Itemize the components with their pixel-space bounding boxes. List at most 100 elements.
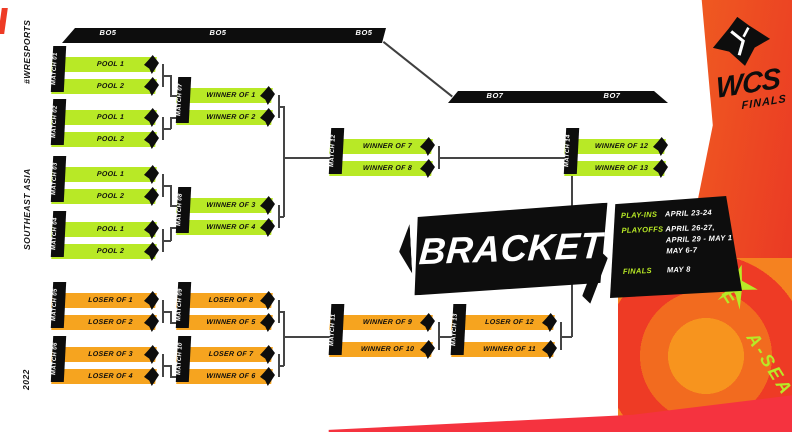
match-row-label: WINNER OF 7 xyxy=(362,143,413,150)
bracket-connector-line xyxy=(278,106,284,108)
match-row-label: POOL 1 xyxy=(96,171,125,178)
match-row-label: LOSER OF 7 xyxy=(208,351,254,358)
match-row-label: WINNER OF 8 xyxy=(362,165,413,172)
match-row: WINNER OF 12 xyxy=(564,139,666,154)
bracket-connector-line xyxy=(283,157,331,159)
match-number-label: MATCH 02 xyxy=(50,99,67,145)
wcs-emblem-icon xyxy=(712,16,771,66)
match-row-label: LOSER OF 2 xyxy=(88,319,133,326)
bo7-label: BO7 xyxy=(486,91,504,100)
schedule-dates: APRIL 23-24 xyxy=(664,207,713,219)
match-row: POOL 2 xyxy=(51,79,157,94)
match-number-label: MATCH 10 xyxy=(175,336,192,382)
match-number-text: MATCH 02 xyxy=(51,105,59,139)
match-number-label: MATCH 06 xyxy=(50,336,67,382)
match-row-label: WINNER OF 2 xyxy=(206,114,256,121)
match-number-label: MATCH 14 xyxy=(563,128,580,174)
schedule-phase-label: FINALS xyxy=(622,265,652,276)
match-number-text: MATCH 10 xyxy=(176,342,184,376)
match-number-label: MATCH 04 xyxy=(50,211,67,257)
match-row: WINNER OF 13 xyxy=(564,161,666,176)
match-row: WINNER OF 2 xyxy=(176,110,273,125)
match-row: WINNER OF 1 xyxy=(176,88,273,103)
match-row-label: POOL 2 xyxy=(96,248,125,255)
match-number-text: MATCH 07 xyxy=(176,83,184,117)
schedule-dates: MAY 8 xyxy=(666,264,691,274)
match-number-label: MATCH 13 xyxy=(450,304,467,355)
match-number-label: MATCH 12 xyxy=(328,128,345,174)
match-row-label: WINNER OF 5 xyxy=(206,319,256,326)
match-row: POOL 1 xyxy=(51,110,157,125)
match-row: POOL 1 xyxy=(51,222,157,237)
bracket-title-box: BRACKET xyxy=(412,203,611,296)
match-number-label: MATCH 08 xyxy=(175,187,192,233)
bracket-connector-line xyxy=(438,336,453,338)
match-row-label: LOSER OF 8 xyxy=(208,297,254,304)
match-number-text: MATCH 01 xyxy=(51,52,59,86)
side-label-year: 2022 xyxy=(21,369,31,391)
match-number-label: MATCH 01 xyxy=(50,46,67,92)
bracket-connector-line xyxy=(162,311,171,313)
match-row: WINNER OF 6 xyxy=(176,369,273,384)
bo7-bar: BO7 BO7 xyxy=(448,91,668,103)
match-row-label: WINNER OF 12 xyxy=(594,143,649,150)
match-row-label: POOL 2 xyxy=(96,83,125,90)
bracket-shard-left xyxy=(398,224,413,275)
match-row: LOSER OF 4 xyxy=(51,369,157,384)
bracket-connector-line xyxy=(170,205,178,207)
match-row: LOSER OF 12 xyxy=(451,315,555,330)
match-row: LOSER OF 1 xyxy=(51,293,157,308)
bo5-bar: BO5 BO5 BO5 xyxy=(62,28,386,43)
bracket-title: BRACKET xyxy=(417,224,605,273)
bracket-connector-line xyxy=(438,157,566,159)
bracket-connector-line xyxy=(170,227,172,241)
bracket-connector-line xyxy=(170,365,172,377)
bracket-connector-line xyxy=(283,336,331,338)
bracket-connector-line xyxy=(283,311,285,366)
match-number-text: MATCH 12 xyxy=(329,134,337,168)
match-row: LOSER OF 2 xyxy=(51,315,157,330)
match-row-label: WINNER OF 3 xyxy=(206,202,256,209)
match-row-label: WINNER OF 1 xyxy=(206,92,256,99)
bracket-connector-line xyxy=(278,365,284,367)
bracket-connector-line xyxy=(170,185,172,206)
bracket-connector-line xyxy=(162,75,171,77)
match-row-label: LOSER OF 12 xyxy=(484,319,535,326)
bracket-connector-line xyxy=(170,75,172,96)
match-row: WINNER OF 7 xyxy=(329,139,433,154)
match-row-label: POOL 1 xyxy=(96,114,125,121)
match-row-label: LOSER OF 1 xyxy=(88,297,133,304)
match-row: WINNER OF 3 xyxy=(176,198,273,213)
match-row: POOL 2 xyxy=(51,189,157,204)
match-number-label: MATCH 07 xyxy=(175,77,192,123)
bracket-connector-line xyxy=(170,227,178,229)
bo5-label: BO5 xyxy=(209,28,227,37)
bracket-connector-line xyxy=(283,106,285,217)
match-row-label: WINNER OF 11 xyxy=(482,346,537,353)
match-number-label: MATCH 05 xyxy=(50,282,67,328)
bracket-connector-line xyxy=(560,336,572,338)
match-row: WINNER OF 11 xyxy=(451,342,555,357)
match-number-label: MATCH 09 xyxy=(175,282,192,328)
match-row: WINNER OF 8 xyxy=(329,161,433,176)
bracket-connector-line xyxy=(162,185,171,187)
bo7-label: BO7 xyxy=(603,91,621,100)
match-number-text: MATCH 06 xyxy=(51,342,59,376)
bracket-connector-line xyxy=(170,117,178,119)
match-row-label: POOL 2 xyxy=(96,193,125,200)
match-row: WINNER OF 10 xyxy=(329,342,433,357)
bracket-connector-line xyxy=(278,311,284,313)
match-row-label: WINNER OF 6 xyxy=(206,373,256,380)
bo5-label: BO5 xyxy=(355,28,373,37)
bo5-label: BO5 xyxy=(99,28,117,37)
match-row: WINNER OF 5 xyxy=(176,315,273,330)
match-row: POOL 1 xyxy=(51,57,157,72)
match-row: POOL 2 xyxy=(51,132,157,147)
match-number-text: MATCH 14 xyxy=(564,134,572,168)
bracket-connector-line xyxy=(162,365,171,367)
match-row-label: WINNER OF 10 xyxy=(360,346,415,353)
